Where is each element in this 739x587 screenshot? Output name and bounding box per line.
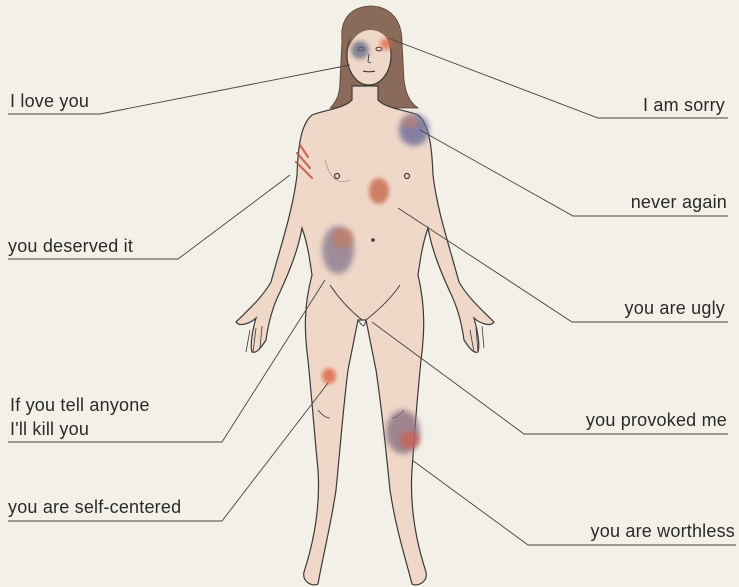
- label-ugly: you are ugly: [625, 297, 725, 320]
- label-tell-line1: If you tell anyone: [10, 394, 150, 417]
- label-provoked: you provoked me: [586, 409, 727, 432]
- bruise-abdomen-orange: [332, 228, 354, 248]
- bruise-chest: [369, 178, 389, 204]
- label-never-again: never again: [631, 191, 727, 214]
- bruise-eye-right: [380, 38, 392, 50]
- bruise-knee-red: [400, 431, 420, 449]
- navel: [371, 238, 375, 242]
- label-worthless: you are worthless: [591, 520, 735, 543]
- label-self-centered: you are self-centered: [8, 496, 181, 519]
- bruise-eye-left: [351, 41, 369, 59]
- label-tell-line2: I'll kill you: [10, 418, 89, 441]
- label-deserved: you deserved it: [8, 235, 133, 258]
- label-love: I love you: [10, 90, 89, 113]
- leg-divider: [358, 320, 366, 326]
- bruise-shoulder-orange: [401, 116, 419, 128]
- bruise-thigh: [322, 368, 336, 384]
- label-sorry: I am sorry: [643, 94, 725, 117]
- body-figure: [236, 86, 494, 585]
